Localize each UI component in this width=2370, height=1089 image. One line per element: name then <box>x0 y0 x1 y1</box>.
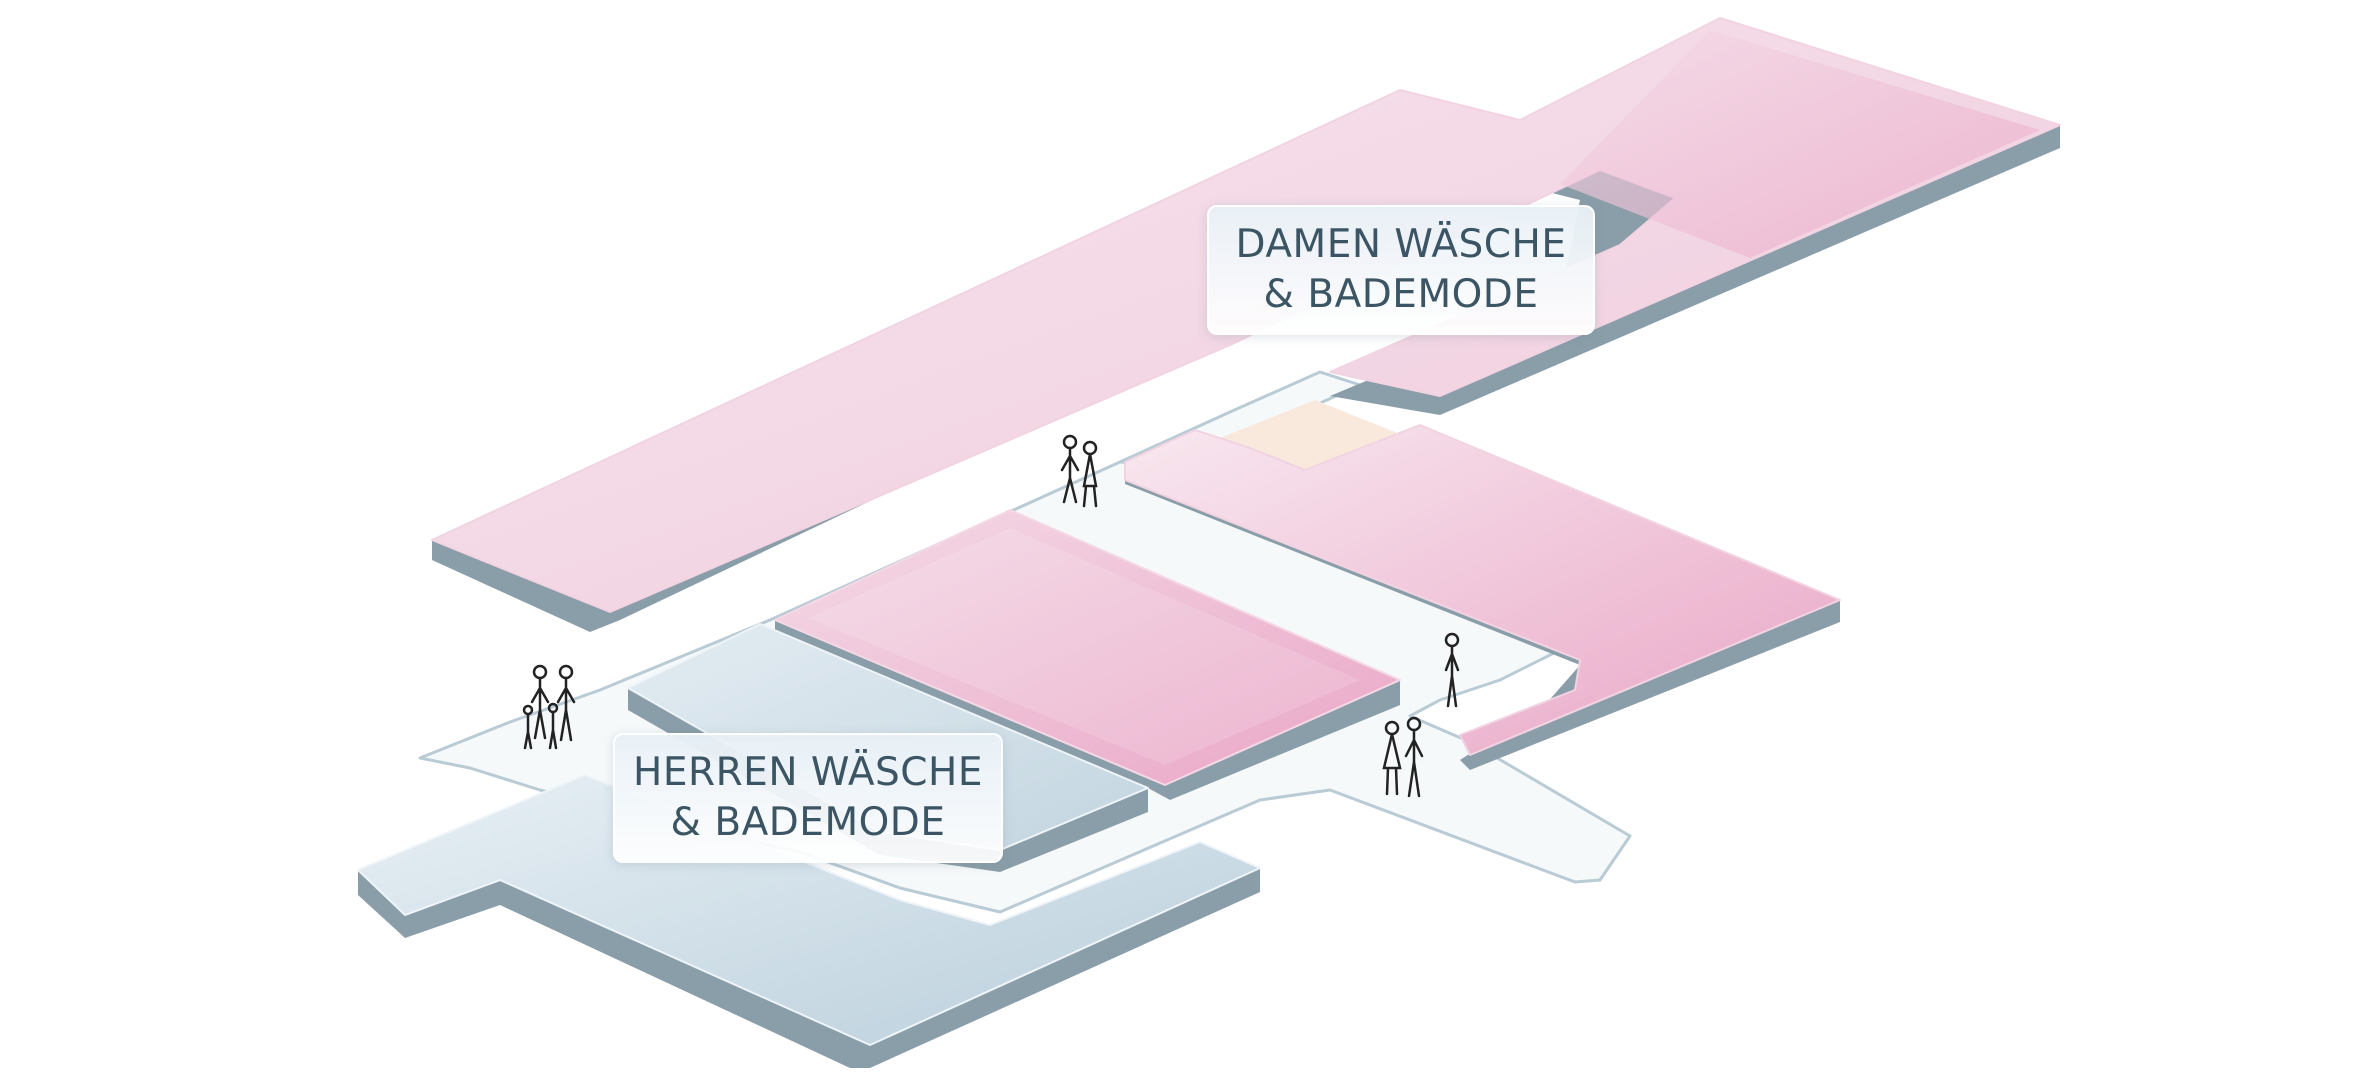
zone-label-damen-line1: DAMEN WÄSCHE <box>1235 222 1567 267</box>
person-icon <box>1404 716 1424 798</box>
zone-label-herren-line1: HERREN WÄSCHE <box>633 750 983 795</box>
person-icon <box>522 704 534 750</box>
slab-inner-highlight <box>808 528 1360 765</box>
zone-label-damen-line2: & BADEMODE <box>1263 272 1539 317</box>
person-icon <box>1382 720 1402 796</box>
slab-highlight <box>1560 30 2040 258</box>
zone-label-damen: DAMEN WÄSCHE & BADEMODE <box>1207 205 1595 335</box>
person-icon <box>556 664 576 742</box>
zone-label-herren: HERREN WÄSCHE & BADEMODE <box>613 733 1003 863</box>
zone-label-herren-line2: & BADEMODE <box>670 800 946 845</box>
slab-top <box>1124 424 1841 756</box>
zone-damen-center <box>774 509 1401 800</box>
person-icon <box>530 664 550 740</box>
people-figures <box>522 434 1460 798</box>
person-icon <box>1082 440 1098 508</box>
person-icon <box>1060 434 1080 504</box>
person-icon <box>1444 632 1460 708</box>
zone-damen-middle <box>1124 424 1841 770</box>
person-icon <box>547 702 559 750</box>
